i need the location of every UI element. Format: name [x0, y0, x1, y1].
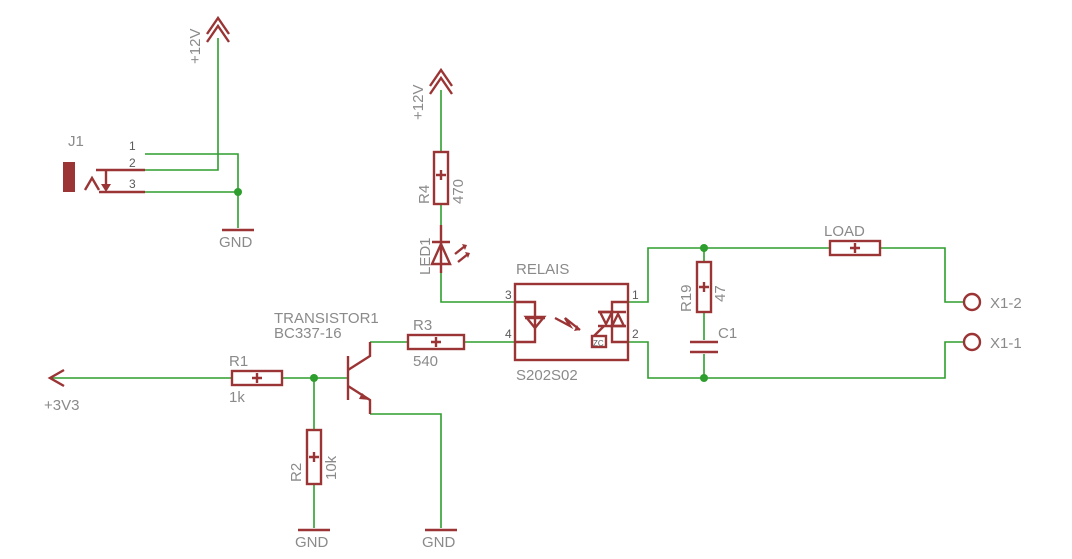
- resistor-r4-label: R4: [416, 185, 433, 204]
- resistor-load-label: LOAD: [824, 223, 865, 240]
- ground-connector-symbol[interactable]: GND: [219, 228, 254, 251]
- resistor-r3[interactable]: R3 540: [406, 317, 466, 370]
- relay-pin-2: 2: [632, 327, 639, 341]
- terminal-x1-1[interactable]: X1-1: [962, 332, 1022, 352]
- resistor-r19[interactable]: R19 47: [678, 260, 729, 314]
- resistor-r3-value: 540: [413, 353, 438, 370]
- supply-12v-top-label: +12V: [187, 29, 204, 64]
- relay-pin-1: 1: [632, 288, 639, 302]
- ground-transistor-symbol[interactable]: GND: [422, 528, 457, 551]
- resistor-r3-label: R3: [413, 317, 432, 334]
- ground-transistor-label: GND: [422, 534, 456, 551]
- resistor-r4[interactable]: R4 470: [416, 150, 467, 206]
- relay-zc-label: ZC: [593, 339, 604, 348]
- resistor-r2-label: R2: [288, 463, 305, 482]
- resistor-r19-value: 47: [712, 285, 729, 302]
- relay-s202s02[interactable]: ZC RELAIS S202S02 3 4 1 2: [505, 261, 639, 384]
- resistor-r1-value: 1k: [229, 389, 245, 406]
- ground-r2-symbol[interactable]: GND: [295, 528, 330, 551]
- resistor-load[interactable]: LOAD: [824, 223, 882, 257]
- terminal-x1-2-label: X1-2: [990, 295, 1022, 312]
- supply-3v3-label: +3V3: [44, 397, 79, 414]
- relay-part: S202S02: [516, 367, 578, 384]
- led-led1-label: LED1: [417, 237, 434, 275]
- transistor-label: TRANSISTOR1: [274, 310, 379, 327]
- junction-dot: [700, 374, 708, 382]
- resistor-r2-value: 10k: [323, 455, 340, 480]
- supply-3v3-symbol[interactable]: +3V3: [44, 368, 79, 414]
- connector-j1-label: J1: [68, 133, 84, 150]
- wires: [50, 38, 965, 528]
- ground-connector-label: GND: [219, 234, 253, 251]
- transistor-part: BC337-16: [274, 325, 342, 342]
- capacitor-c1-label: C1: [718, 325, 737, 342]
- transistor-bc337[interactable]: TRANSISTOR1 BC337-16: [274, 310, 379, 414]
- junction-dot: [234, 188, 242, 196]
- resistor-r19-label: R19: [678, 284, 695, 312]
- supply-12v-led-label: +12V: [410, 85, 427, 120]
- capacitor-c1[interactable]: C1: [690, 325, 737, 354]
- connector-pin-3: 3: [129, 177, 136, 191]
- supply-12v-top-symbol[interactable]: +12V: [187, 15, 230, 64]
- led-led1[interactable]: LED1: [417, 225, 470, 275]
- junction-dot: [310, 374, 318, 382]
- terminal-x1-1-label: X1-1: [990, 335, 1022, 352]
- junction-dot: [700, 244, 708, 252]
- connector-j1[interactable]: J1 1 2 3: [63, 133, 145, 194]
- relay-title: RELAIS: [516, 261, 569, 278]
- resistor-r1-label: R1: [229, 353, 248, 370]
- terminal-x1-2[interactable]: X1-2: [962, 292, 1022, 312]
- connector-pin-2: 2: [129, 156, 136, 170]
- resistor-r1[interactable]: R1 1k: [229, 353, 284, 406]
- relay-pin-3: 3: [505, 288, 512, 302]
- ground-r2-label: GND: [295, 534, 329, 551]
- resistor-r4-value: 470: [450, 179, 467, 204]
- connector-pin-1: 1: [129, 139, 136, 153]
- supply-12v-led-symbol[interactable]: +12V: [410, 67, 453, 120]
- resistor-r2[interactable]: R2 10k: [288, 428, 340, 486]
- relay-pin-4: 4: [505, 327, 512, 341]
